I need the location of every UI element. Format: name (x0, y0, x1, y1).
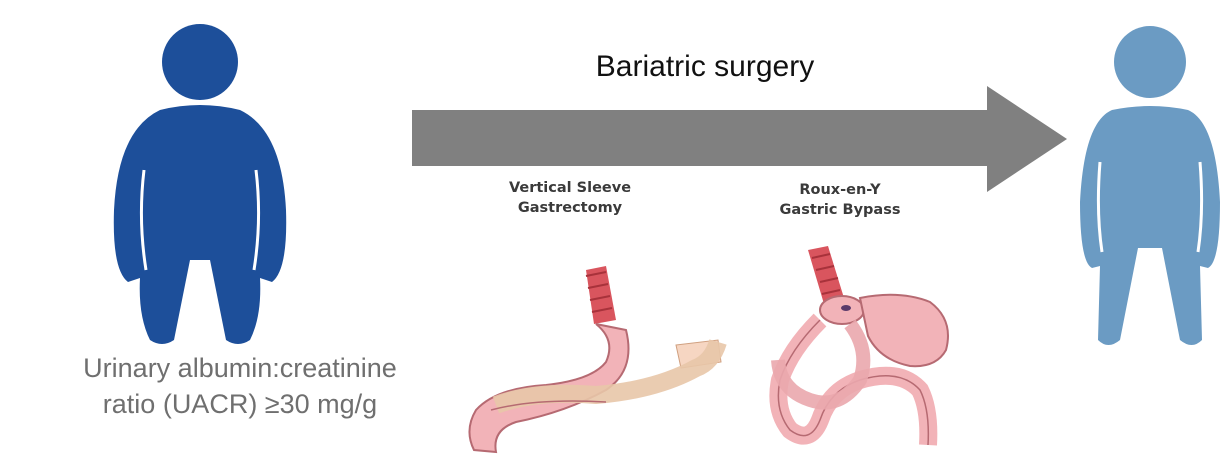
uacr-label-line: ratio (UACR) ≥30 mg/g (40, 386, 440, 422)
procedure-label-line: Roux-en-Y (740, 180, 940, 200)
sleeve-gastrectomy-illustration (456, 240, 756, 460)
roux-en-y-illustration (750, 240, 980, 460)
procedure-label-sleeve: Vertical Sleeve Gastrectomy (470, 178, 670, 218)
person-before-icon (100, 20, 300, 350)
uacr-label-line: Urinary albumin:creatinine (40, 350, 440, 386)
procedure-label-line: Gastrectomy (470, 198, 670, 218)
person-after-icon (1070, 22, 1223, 352)
uacr-label: Urinary albumin:creatinine ratio (UACR) … (40, 350, 440, 422)
progress-arrow (412, 86, 1067, 192)
surgery-label: Bariatric surgery (520, 50, 890, 84)
procedure-label-bypass: Roux-en-Y Gastric Bypass (740, 180, 940, 220)
procedure-label-line: Gastric Bypass (740, 200, 940, 220)
procedure-label-line: Vertical Sleeve (470, 178, 670, 198)
